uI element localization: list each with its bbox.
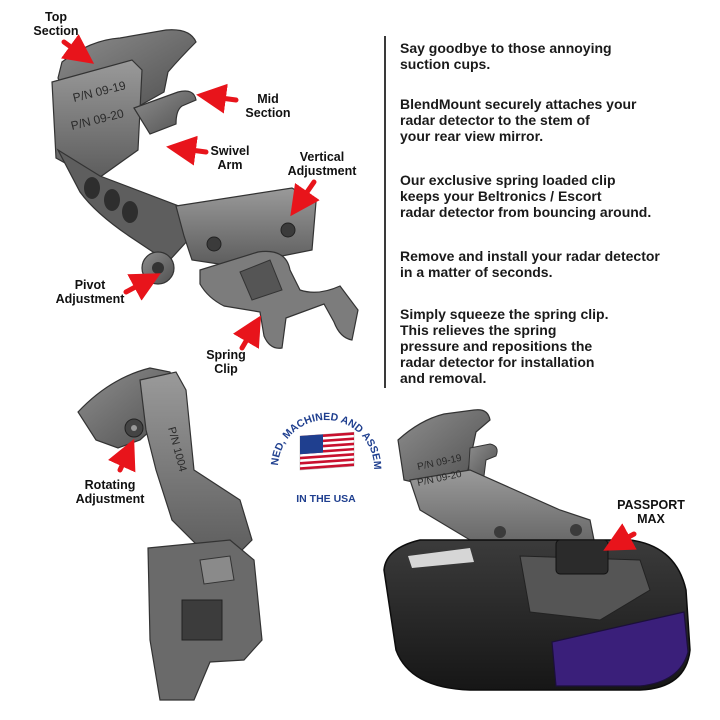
section-divider [384, 36, 386, 388]
side-arm-shape [139, 371, 253, 561]
arrow-swivel-arm [166, 135, 209, 166]
callout-vertical-adjustment: Vertical Adjustment [287, 150, 357, 178]
feature-text-4: Remove and install your radar detector i… [400, 248, 660, 280]
feature-text-5: Simply squeeze the spring clip. This rel… [400, 306, 609, 386]
us-flag-icon [299, 431, 355, 471]
detector-illustration: P/N 09-19 P/N 09-20 [383, 409, 691, 691]
callout-pivot-adjustment: Pivot Adjustment [55, 278, 125, 306]
arrow-vertical-adjustment [290, 179, 320, 217]
top-block-shape [51, 59, 143, 181]
feature-text-3: Our exclusive spring loaded clip keeps y… [400, 172, 652, 220]
detector-clip-area [519, 555, 651, 621]
mount-side-illustration: P/N 1004 [77, 367, 263, 701]
arrow-passport-max [603, 523, 637, 551]
spring-clip-shape [199, 250, 359, 349]
feature-text-1: Say goodbye to those annoying suction cu… [400, 40, 612, 72]
callout-top-section: Top Section [33, 10, 79, 38]
arm-hole-3 [122, 201, 138, 223]
arrow-top-section [61, 34, 95, 64]
callout-mid-section: Mid Section [245, 92, 291, 120]
arrow-pivot-adjustment [123, 273, 161, 301]
callout-passport-max: PASSPORT MAX [617, 498, 685, 526]
callout-spring-clip: Spring Clip [206, 348, 246, 376]
mount-plate-shape [175, 187, 317, 267]
callout-arrows [61, 34, 637, 551]
callout-swivel-arm: Swivel Arm [210, 144, 250, 172]
mid-claw-shape [133, 90, 197, 135]
badge-bottom-text: IN THE USA [296, 493, 356, 505]
arrow-mid-section [196, 83, 239, 114]
detector-highlight [408, 548, 474, 568]
callout-rotating-adjustment: Rotating Adjustment [75, 478, 145, 506]
arrow-spring-clip [232, 315, 262, 351]
arm-hole-1 [84, 177, 100, 199]
mount-main-illustration: P/N 09-19 P/N 09-20 [51, 29, 359, 349]
feature-text-2: BlendMount securely attaches your radar … [400, 96, 637, 144]
arm-hole-2 [104, 189, 120, 211]
arrow-rotating-adjustment [108, 438, 136, 473]
detector-mount-claw [397, 409, 491, 487]
detector-lens [551, 611, 689, 687]
